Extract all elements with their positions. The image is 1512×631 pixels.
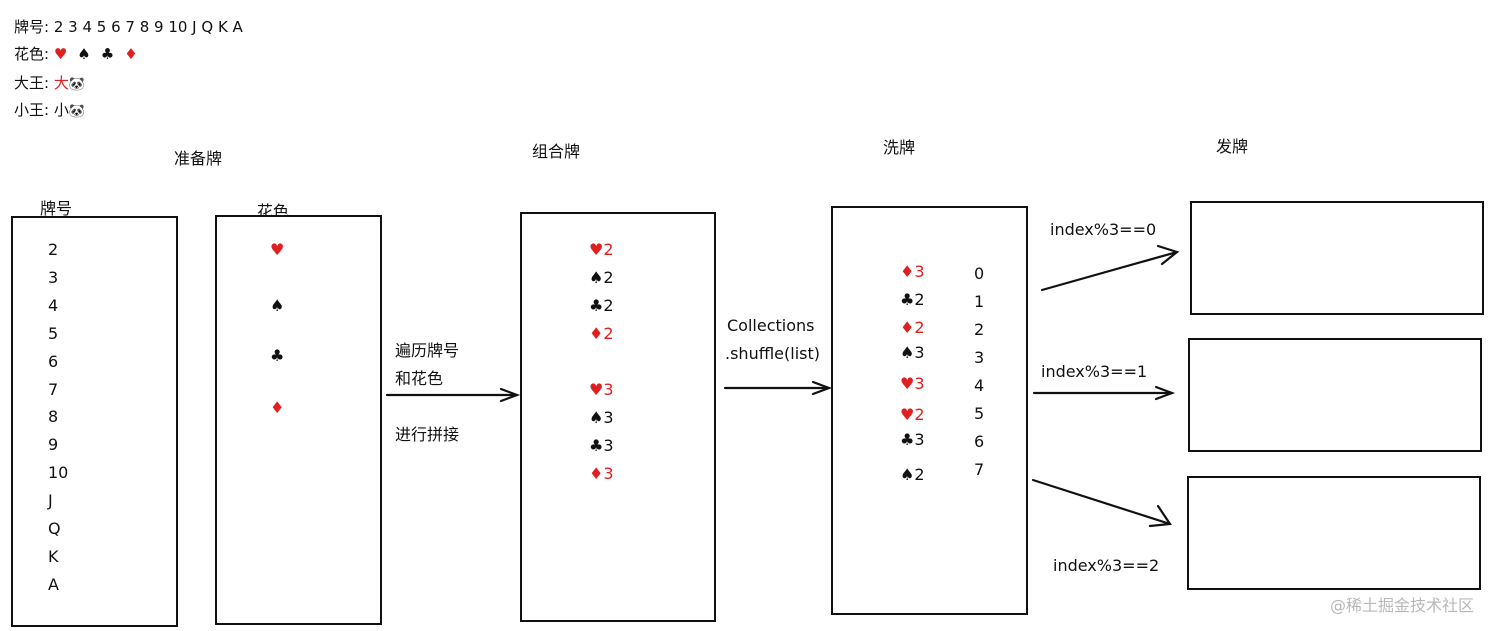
shuffled-card: ♥3 — [900, 374, 925, 393]
shuffled-cards-box — [831, 206, 1028, 615]
combined-cards-box — [520, 212, 716, 622]
suit-symbol: ♥ — [53, 45, 68, 63]
big-joker-text: 大 — [53, 74, 69, 92]
legend-ranks-label: 牌号: — [14, 18, 54, 36]
deal-label-0: index%3==0 — [1050, 220, 1157, 239]
combined-card: ♥2 — [589, 240, 614, 259]
shuffled-card: ♥2 — [900, 405, 925, 424]
watermark: @稀土掘金技术社区 — [1330, 596, 1475, 615]
shuffled-index: 3 — [974, 348, 985, 367]
shuffled-card: ♠2 — [900, 465, 925, 484]
arrow-shuffle — [723, 380, 833, 396]
rank-item: K — [48, 546, 59, 566]
panda-icon: 🐼 — [68, 77, 86, 92]
stage-deal-title: 发牌 — [1216, 137, 1249, 156]
ranks-column-header: 牌号 — [40, 199, 73, 218]
combined-card: ♠2 — [589, 268, 614, 287]
combined-card: ♦3 — [589, 464, 614, 483]
traverse-label-line3: 进行拼接 — [395, 425, 460, 444]
stage-combine-title: 组合牌 — [532, 142, 581, 161]
suit-item: ♠ — [270, 296, 285, 315]
rank-item: 2 — [48, 240, 59, 259]
rank-item: 10 — [48, 463, 69, 483]
legend-ranks: 牌号: 2 3 4 5 6 7 8 9 10 J Q K A — [14, 16, 243, 37]
arrow-deal-2 — [1031, 478, 1172, 528]
player-1-hand-box — [1190, 201, 1484, 315]
suits-box — [215, 215, 382, 625]
shuffled-card: ♠3 — [900, 343, 925, 362]
rank-item: 5 — [48, 323, 59, 343]
ranks-box — [11, 216, 178, 627]
legend-suits-label: 花色: — [14, 45, 54, 63]
rank-item: Q — [48, 519, 61, 538]
shuffled-index: 6 — [974, 432, 985, 451]
legend-big-joker-label: 大王: — [14, 74, 54, 92]
combined-card: ♠3 — [589, 408, 614, 427]
shuffled-card: ♣2 — [900, 290, 925, 309]
shuffle-label-line1: Collections — [727, 316, 815, 335]
player-3-hand-box — [1187, 476, 1481, 590]
rank-item: 7 — [48, 379, 59, 399]
shuffled-index: 1 — [974, 292, 985, 311]
shuffled-card: ♦3 — [900, 262, 925, 281]
rank-item: 8 — [48, 407, 59, 427]
legend-small-joker: 小王: 小🐼 — [14, 99, 85, 120]
stage-prepare-title: 准备牌 — [174, 149, 223, 168]
rank-item: 4 — [48, 295, 59, 315]
shuffled-index: 5 — [974, 404, 985, 423]
shuffled-card: ♦2 — [900, 318, 925, 337]
stage-shuffle-title: 洗牌 — [883, 138, 916, 157]
legend-small-joker-label: 小王: — [14, 101, 54, 119]
shuffled-index: 0 — [974, 264, 985, 283]
shuffled-index: 4 — [974, 376, 985, 395]
suit-symbol: ♣ — [100, 45, 115, 63]
rank-item: 9 — [48, 435, 59, 455]
shuffled-index: 2 — [974, 320, 985, 339]
small-joker-text: 小 — [53, 101, 69, 119]
suit-item: ♥ — [270, 240, 285, 259]
suit-symbol: ♠ — [77, 45, 91, 63]
arrow-deal-0 — [1040, 244, 1180, 292]
combined-card: ♣2 — [589, 296, 614, 315]
rank-item: 6 — [48, 351, 59, 371]
combined-card: ♥3 — [589, 380, 614, 399]
deal-label-2: index%3==2 — [1053, 556, 1160, 575]
rank-item: 3 — [48, 267, 59, 287]
shuffled-card: ♣3 — [900, 430, 925, 449]
legend-ranks-values: 2 3 4 5 6 7 8 9 10 J Q K A — [53, 18, 243, 36]
rank-item: A — [48, 574, 59, 594]
legend-suits-values: ♥ ♠ ♣ ♦ — [54, 45, 148, 63]
arrow-combine — [385, 387, 521, 403]
legend-suits: 花色: ♥ ♠ ♣ ♦ — [14, 43, 148, 64]
suit-item: ♦ — [270, 398, 285, 417]
combined-card: ♣3 — [589, 436, 614, 455]
deal-label-1: index%3==1 — [1041, 362, 1148, 381]
shuffled-index: 7 — [974, 460, 985, 479]
shuffle-label-line2: .shuffle(list) — [725, 344, 820, 363]
combined-card: ♦2 — [589, 324, 614, 343]
traverse-label-line2: 和花色 — [395, 369, 444, 388]
legend-big-joker: 大王: 大🐼 — [14, 72, 85, 93]
traverse-label-line1: 遍历牌号 — [395, 341, 460, 360]
player-2-hand-box — [1188, 338, 1482, 452]
panda-icon: 🐼 — [68, 104, 86, 119]
suit-item: ♣ — [270, 346, 285, 365]
rank-item: J — [48, 491, 53, 511]
arrow-deal-1 — [1032, 385, 1176, 401]
suit-symbol: ♦ — [124, 45, 138, 63]
